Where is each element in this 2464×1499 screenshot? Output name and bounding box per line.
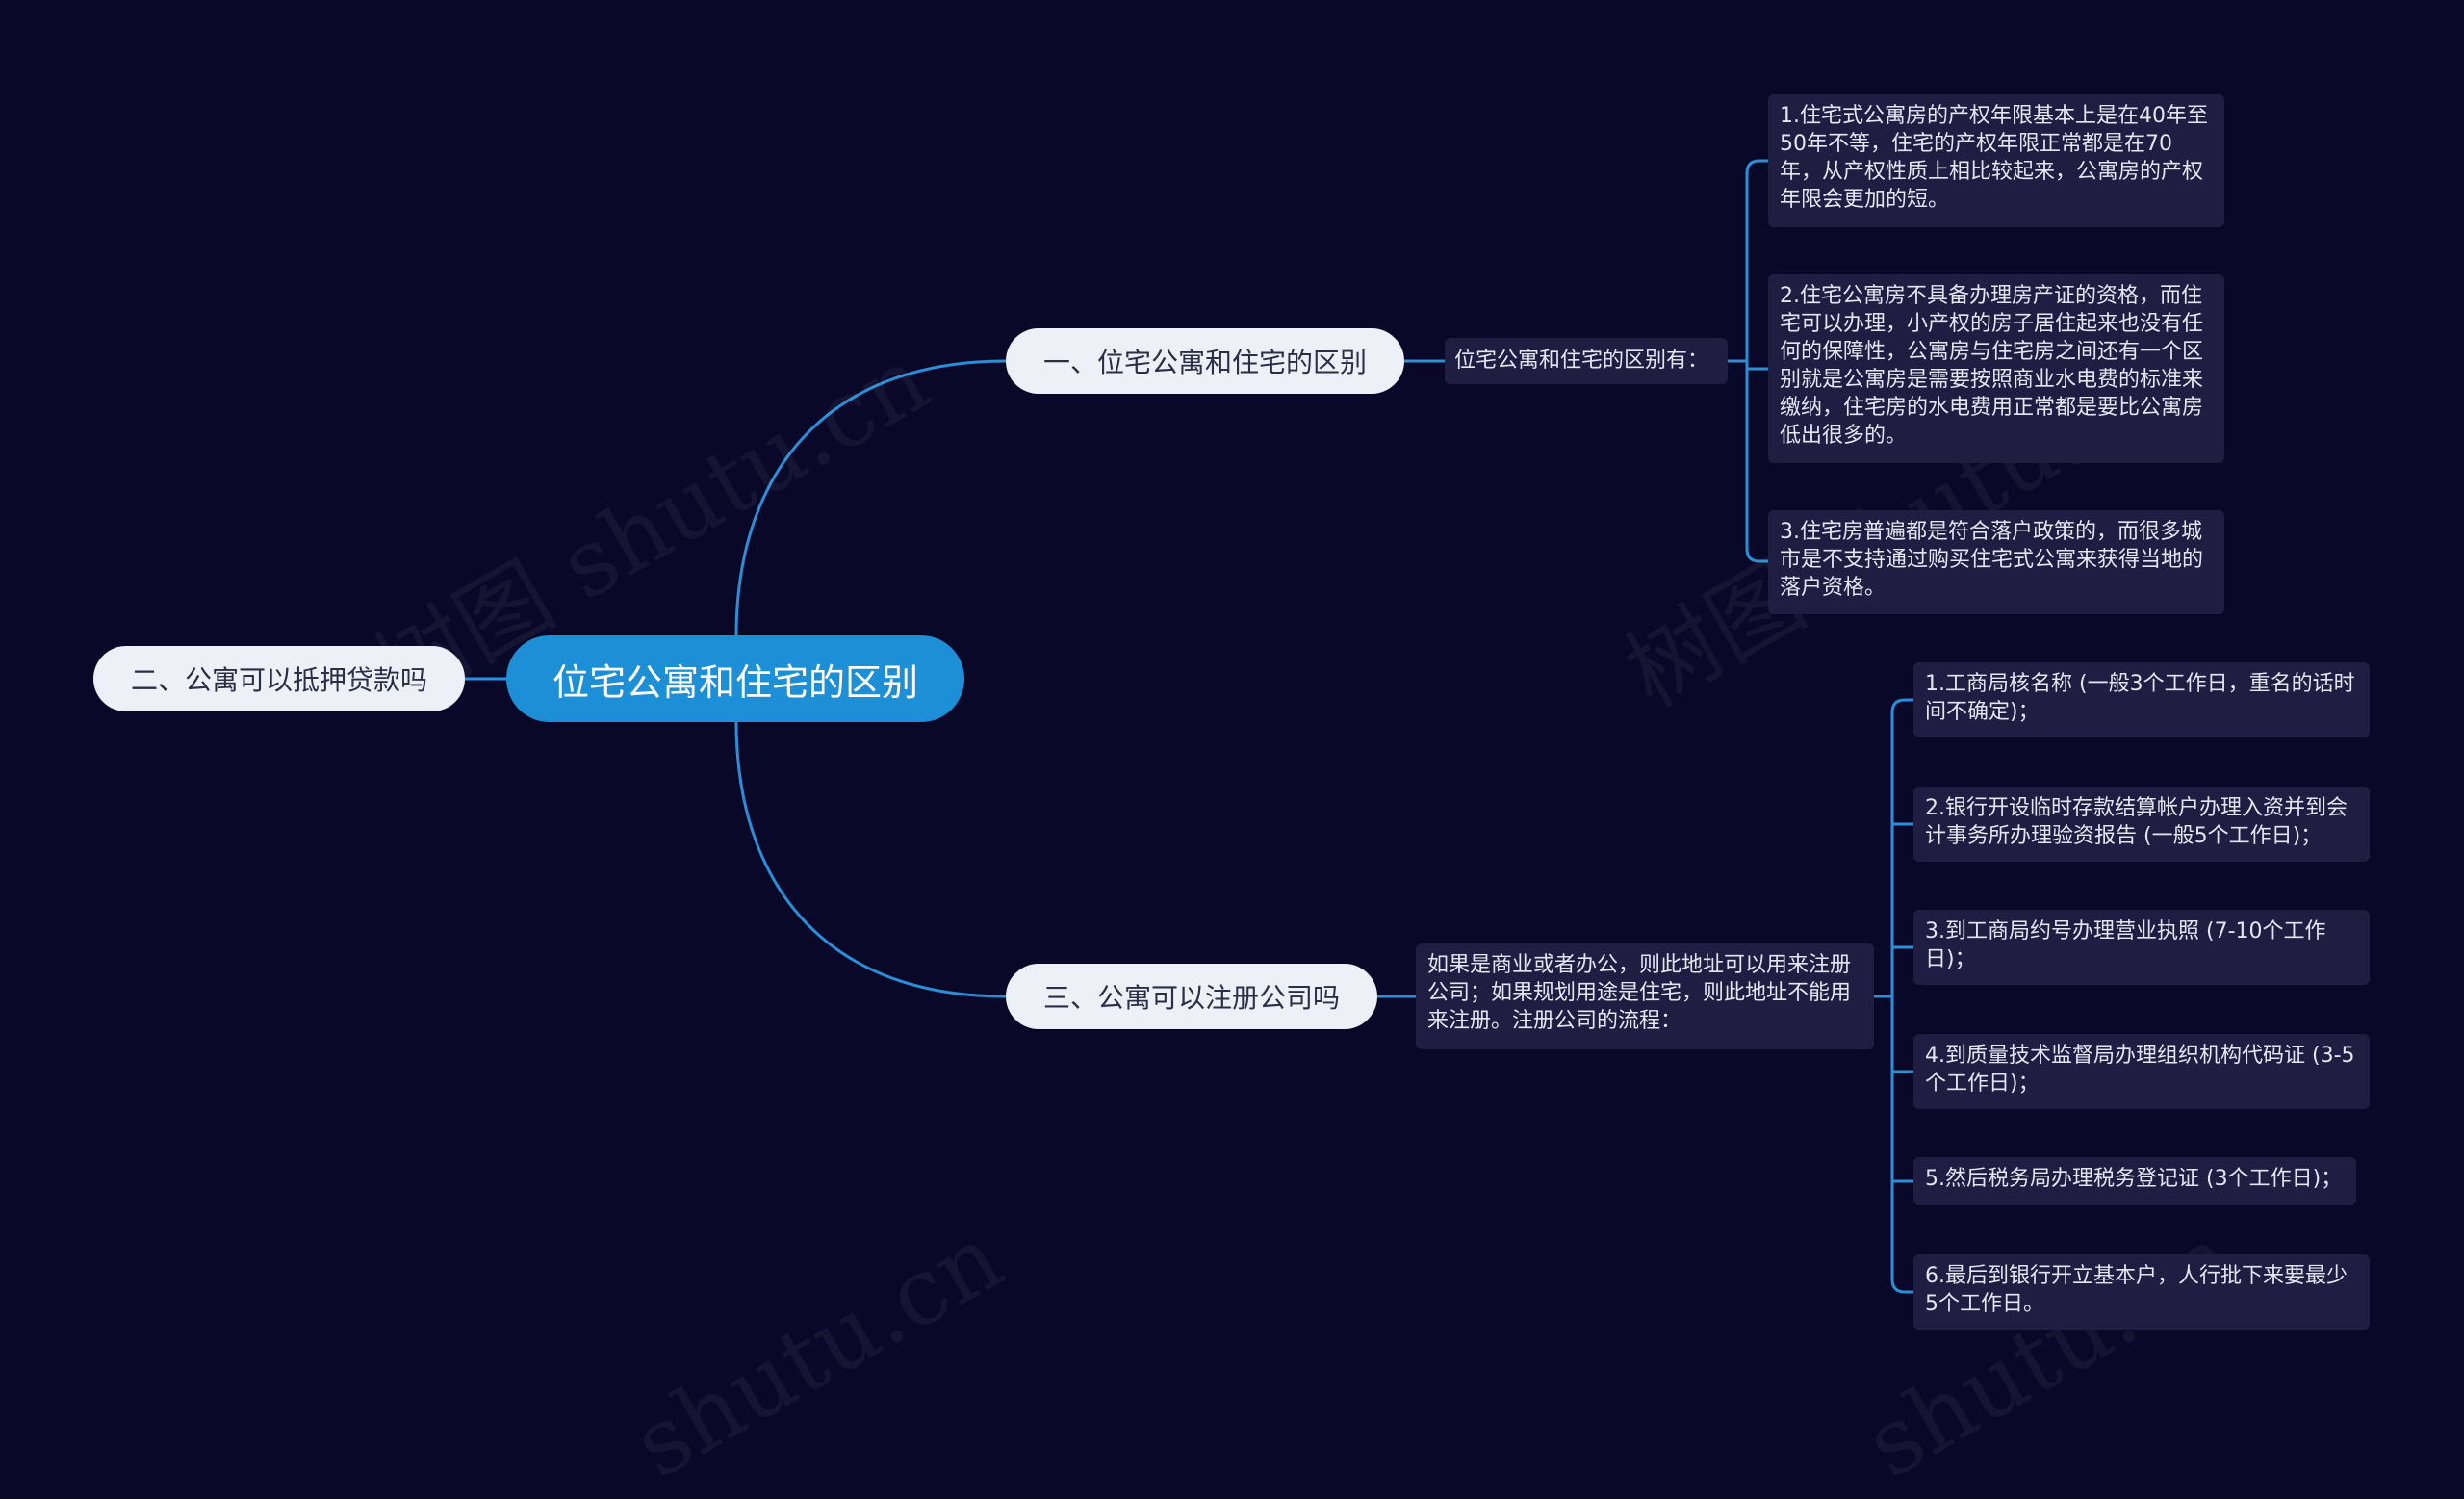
leaf-node-difference-3[interactable]: 3.住宅房普遍都是符合落户政策的，而很多城市是不支持通过购买住宅式公寓来获得当地… (1768, 510, 2224, 614)
branch-node-register-company[interactable]: 三、公寓可以注册公司吗 (1006, 964, 1377, 1029)
leaf-node-step-4[interactable]: 4.到质量技术监督局办理组织机构代码证 (3-5个工作日)； (1913, 1034, 2370, 1109)
sub-node-register-intro[interactable]: 如果是商业或者办公，则此地址可以用来注册公司；如果规划用途是住宅，则此地址不能用… (1416, 943, 1874, 1049)
leaf-node-step-1[interactable]: 1.工商局核名称 (一般3个工作日，重名的话时间不确定)； (1913, 662, 2370, 737)
leaf-node-step-6[interactable]: 6.最后到银行开立基本户，人行批下来要最少5个工作日。 (1913, 1254, 2370, 1330)
sub-node-differences-intro[interactable]: 位宅公寓和住宅的区别有： (1445, 338, 1728, 384)
branch-node-differences[interactable]: 一、位宅公寓和住宅的区别 (1006, 328, 1404, 394)
root-node[interactable]: 位宅公寓和住宅的区别 (506, 635, 964, 722)
leaf-node-step-2[interactable]: 2.银行开设临时存款结算帐户办理入资并到会计事务所办理验资报告 (一般5个工作日… (1913, 787, 2370, 862)
branch-node-mortgage[interactable]: 二、公寓可以抵押贷款吗 (93, 646, 465, 711)
leaf-node-difference-2[interactable]: 2.住宅公寓房不具备办理房产证的资格，而住宅可以办理，小产权的房子居住起来也没有… (1768, 274, 2224, 463)
bracket-sub1 (1728, 159, 1768, 563)
link-root-branch1 (734, 359, 1007, 636)
connector-lines (465, 159, 1913, 1294)
leaf-node-step-3[interactable]: 3.到工商局约号办理营业执照 (7-10个工作日)； (1913, 910, 2370, 985)
bracket-sub3 (1874, 698, 1913, 1294)
link-root-branch3 (734, 721, 1007, 998)
leaf-node-step-5[interactable]: 5.然后税务局办理税务登记证 (3个工作日)； (1913, 1157, 2356, 1205)
leaf-node-difference-1[interactable]: 1.住宅式公寓房的产权年限基本上是在40年至50年不等，住宅的产权年限正常都是在… (1768, 94, 2224, 227)
